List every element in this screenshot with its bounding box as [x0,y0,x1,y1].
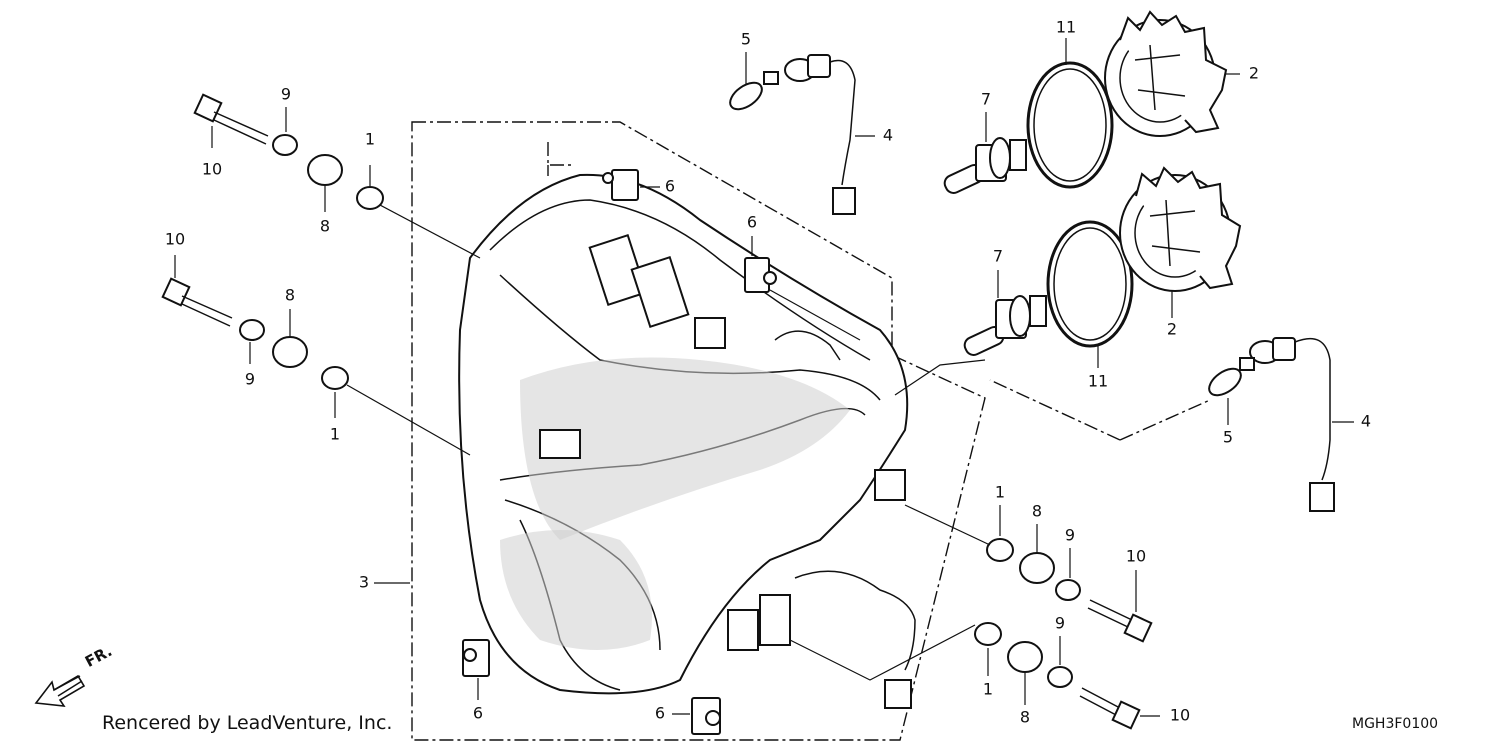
washer-upper-right [1055,579,1081,601]
headlight-bulb-upper [943,137,1027,194]
callout-5: 5 [741,30,751,49]
callout-8: 8 [1020,708,1030,727]
bulb-assembly-boundary [989,379,1211,441]
bracket-group-boundary [547,142,575,176]
grommet-lower-left [272,336,308,368]
callout-1: 1 [995,483,1005,502]
socket-wire-lower [1249,337,1335,512]
grommet-upper-left [307,154,343,186]
front-direction-arrow [34,674,86,707]
callout-10: 10 [1126,547,1146,566]
bracket-mid [744,257,777,293]
headlight-bulb-lower [963,295,1047,356]
washer-upper-left [272,134,298,156]
bolt-upper-left [193,93,269,145]
callout-4: 4 [1361,412,1371,431]
bracket-top [602,169,639,201]
callout-9: 9 [245,370,255,389]
callout-6: 6 [473,704,483,723]
callout-6: 6 [665,177,675,196]
callout-10: 10 [1170,706,1190,725]
callout-9: 9 [281,85,291,104]
callout-7: 7 [981,90,991,109]
callout-1: 1 [983,680,993,699]
bolt-lower-left [161,277,233,327]
callout-8: 8 [320,217,330,236]
callout-5: 5 [1223,428,1233,447]
dust-cover-lower [1119,166,1242,292]
bolt-upper-right [1087,599,1153,643]
grommet-lower-right [1007,641,1043,673]
assembly-boundary [411,121,986,741]
collar-upper-left [356,186,384,210]
callout-11: 11 [1088,372,1108,391]
callout-1: 1 [330,425,340,444]
bracket-lower-left [462,639,490,677]
callout-7: 7 [993,247,1003,266]
callout-8: 8 [1032,502,1042,521]
bulb-small-upper [729,71,779,111]
callout-3: 3 [359,573,369,592]
callout-4: 4 [883,126,893,145]
collar-lower-left [321,366,349,390]
dust-cover-upper [1104,10,1228,137]
callout-10: 10 [165,230,185,249]
callout-8: 8 [285,286,295,305]
callout-1: 1 [365,130,375,149]
leader-lines [174,38,1354,717]
socket-wire-upper [784,54,856,215]
callout-6: 6 [655,704,665,723]
diagram-code: MGH3F0100 [1352,716,1439,732]
callout-11: 11 [1056,18,1076,37]
bolt-lower-right [1079,687,1141,730]
callout-6: 6 [747,213,757,232]
collar-upper-right [986,538,1014,562]
washer-lower-right [1047,666,1073,688]
bulb-small-lower [1208,357,1255,397]
o-ring-upper [1026,61,1114,189]
callout-9: 9 [1055,614,1065,633]
callout-2: 2 [1249,64,1259,83]
o-ring-lower [1046,220,1134,348]
callout-10: 10 [202,160,222,179]
headlight-housing [458,173,916,709]
washer-lower-left [239,319,265,341]
callout-2: 2 [1167,320,1177,339]
collar-lower-right [974,622,1002,646]
callout-9: 9 [1065,526,1075,545]
callout-labels: 1 1 1 1 2 2 3 4 4 5 5 6 6 6 6 7 7 8 8 8 … [165,18,1371,727]
bracket-lower [691,697,721,735]
render-credit: Rencered by LeadVenture, Inc. [102,712,393,734]
grommet-upper-right [1019,552,1055,584]
